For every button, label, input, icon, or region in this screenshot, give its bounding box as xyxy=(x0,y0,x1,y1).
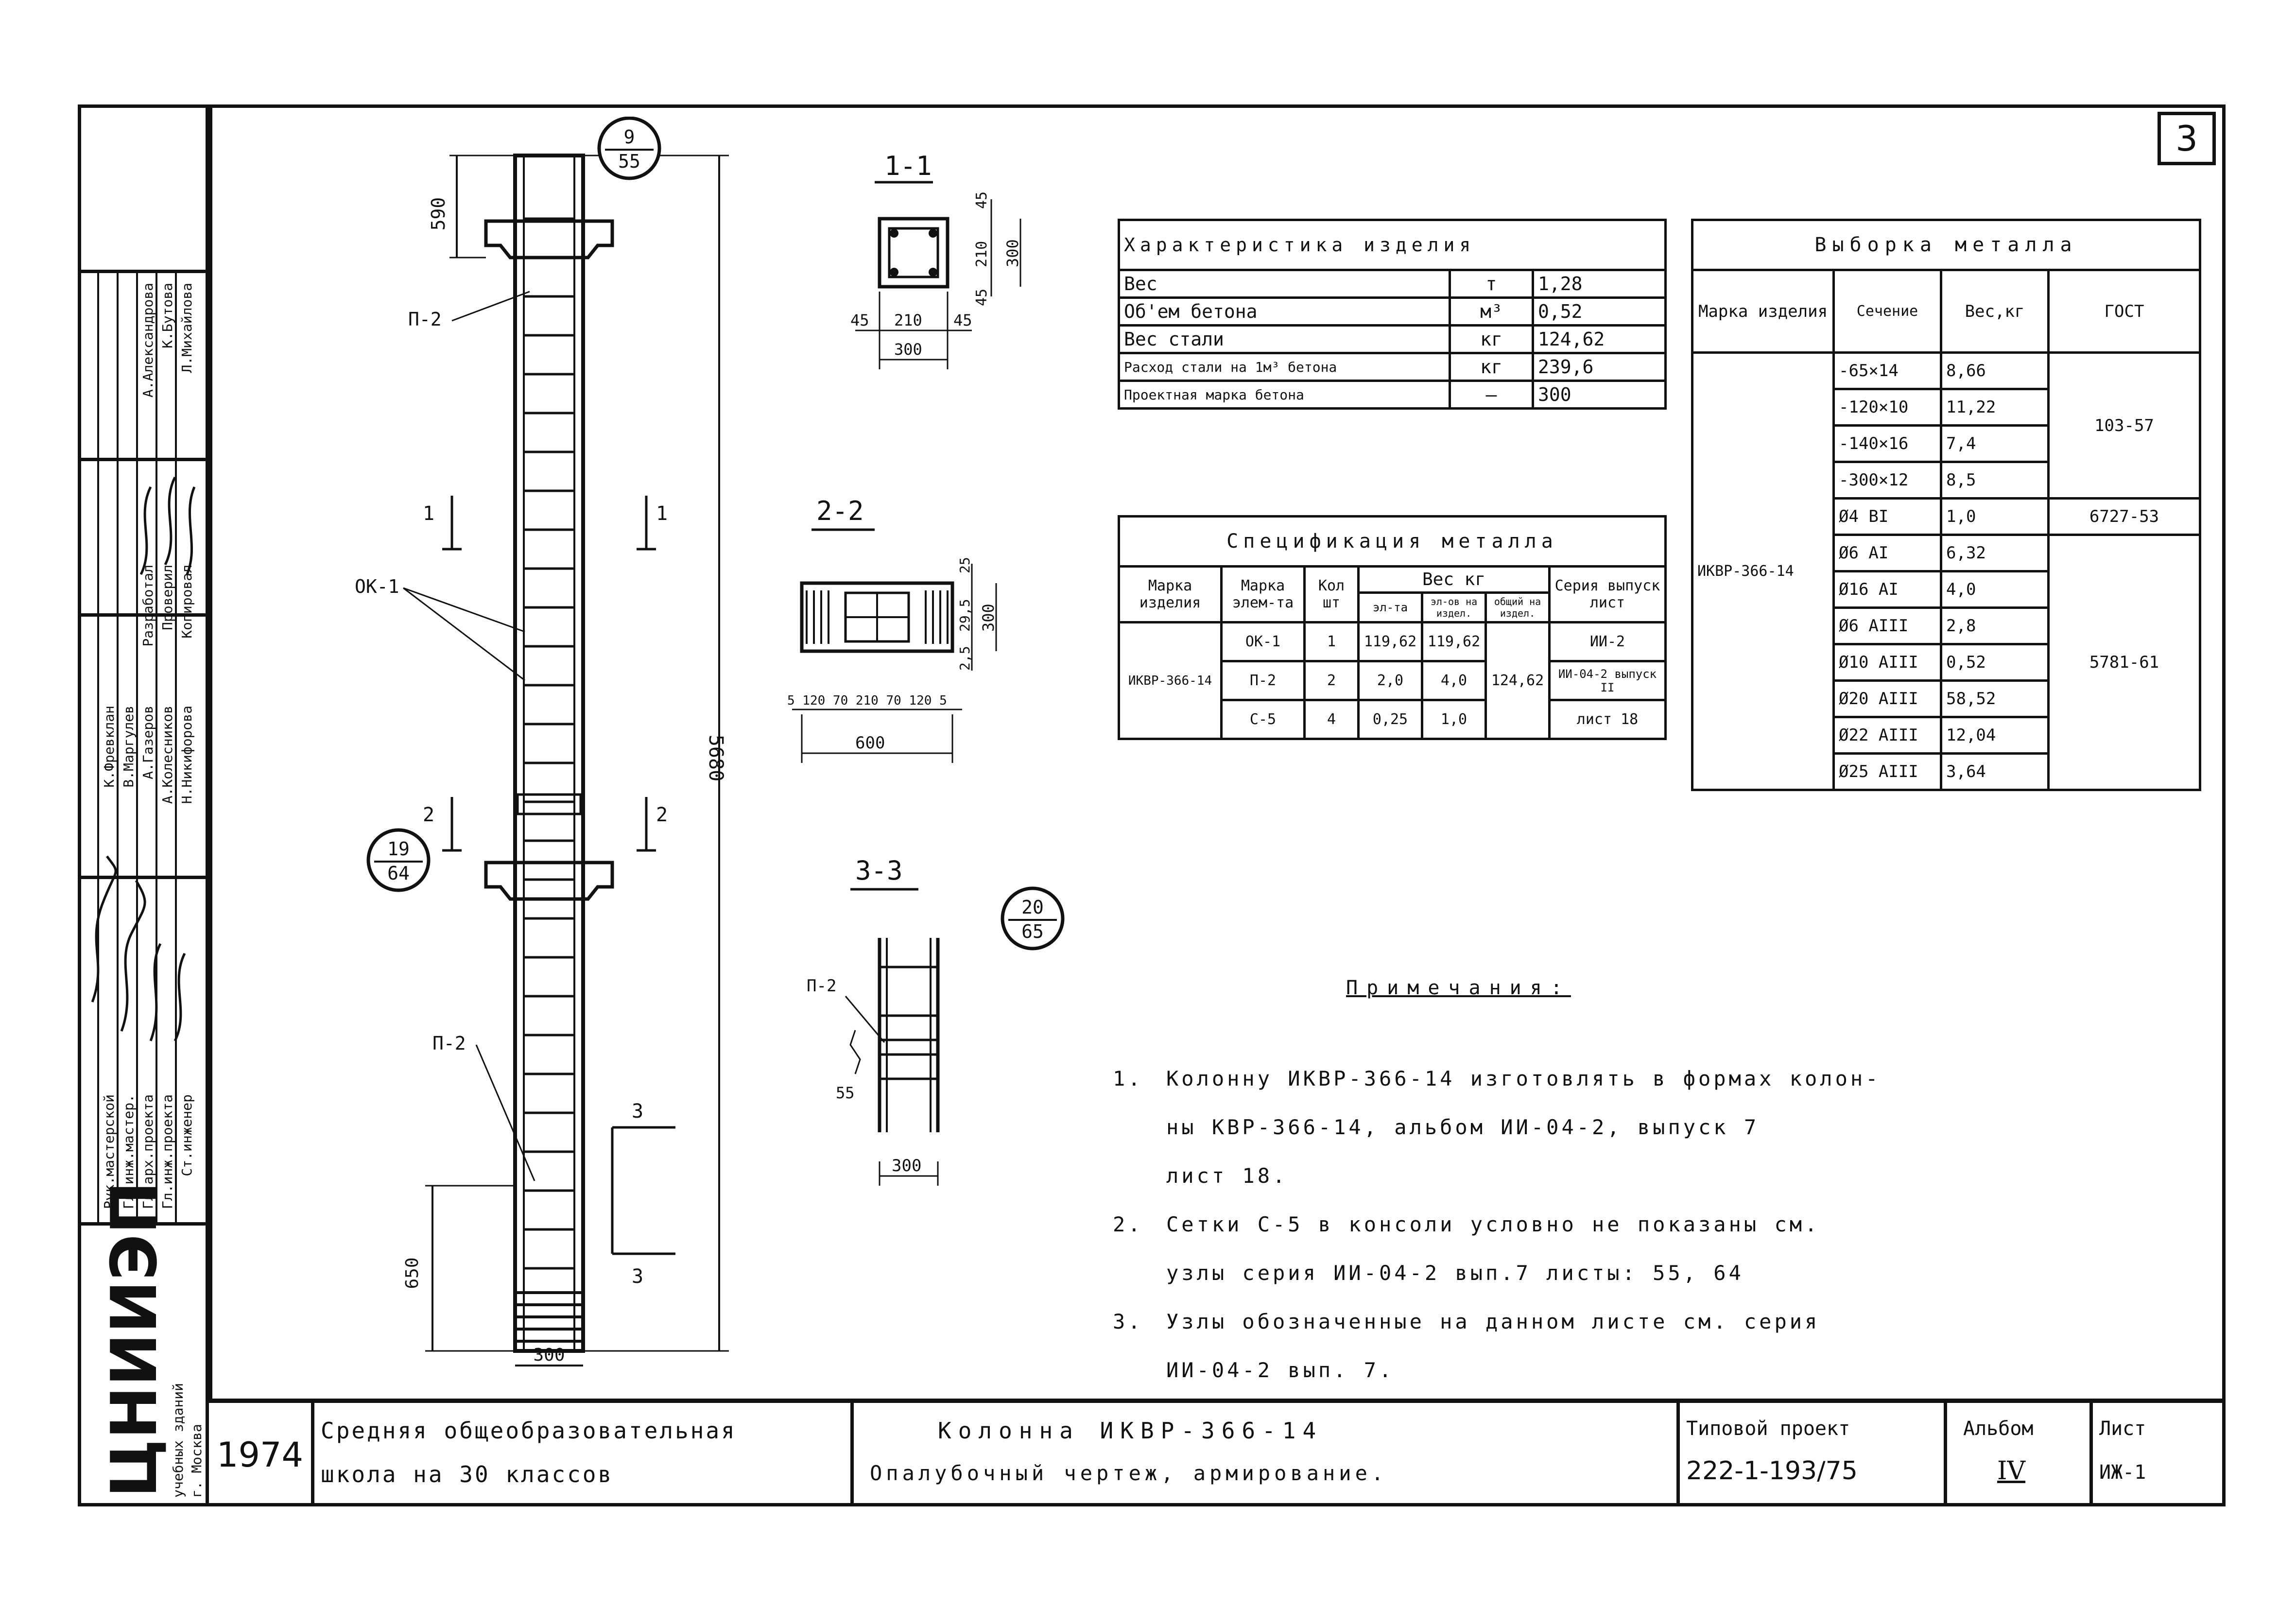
notes-block: 1.Колонну ИКВР-366-14 изготовлять в форм… xyxy=(1113,1055,2211,1395)
org-sub-2: г. Москва xyxy=(189,1424,205,1498)
section-3-d55: 55 xyxy=(836,1084,855,1102)
note-2-line-2: узлы серия ИИ-04-2 вып.7 листы: 55, 64 xyxy=(1166,1261,1744,1285)
characteristics-table: Характеристика изделия Вес т 1,28 Об'ем … xyxy=(1118,219,1667,410)
section-1-1: 1-1 45 210 45 300 45 210 45 300 xyxy=(850,151,1022,369)
svg-text:2,5: 2,5 xyxy=(957,646,973,671)
svg-text:45: 45 xyxy=(973,289,990,306)
org-sub-1: учебных зданий xyxy=(170,1383,186,1498)
specification-table: Спецификация металла Марка изделия Марка… xyxy=(1118,515,1667,740)
node-callout-top: 9 55 xyxy=(597,117,661,180)
school-cell: Средняя общеобразовательная школа на 30 … xyxy=(311,1403,854,1506)
characteristics-title: Характеристика изделия xyxy=(1118,219,1667,271)
svg-text:29,5: 29,5 xyxy=(957,599,973,632)
svg-text:45: 45 xyxy=(953,311,972,329)
svg-text:20: 20 xyxy=(1021,897,1044,918)
school-line-2: школа на 30 классов xyxy=(321,1461,614,1487)
svg-text:300: 300 xyxy=(894,340,922,359)
cut1-left: 1 xyxy=(423,502,434,525)
svg-text:210: 210 xyxy=(973,241,990,267)
dim-650: 650 xyxy=(402,1257,422,1289)
sheet-value: ИЖ-1 xyxy=(2099,1461,2146,1484)
year: 1974 xyxy=(216,1435,304,1475)
product-name-line-2: Опалубочный чертеж, армирование. xyxy=(870,1461,1388,1485)
section-1-title: 1-1 xyxy=(884,151,932,181)
project-label: Типовой проект xyxy=(1686,1418,1850,1440)
note-1-line-1: 1.Колонну ИКВР-366-14 изготовлять в форм… xyxy=(1113,1067,1881,1090)
svg-text:300: 300 xyxy=(1003,239,1022,267)
section-3-title: 3-3 xyxy=(855,855,903,886)
cut2-left: 2 xyxy=(423,804,434,826)
sheet-number-box: 3 xyxy=(2158,112,2216,165)
org-logo: ЦНИИЭП xyxy=(97,1181,171,1498)
notes-title: Примечания: xyxy=(1346,977,1571,999)
stamp-column: ЦНИИЭП учебных зданий г. Москва Рук.маст… xyxy=(78,104,209,1506)
label-p2-top: П-2 xyxy=(408,309,442,330)
svg-text:64: 64 xyxy=(387,863,410,884)
sheet-label: Лист xyxy=(2099,1418,2146,1440)
svg-text:25: 25 xyxy=(957,557,973,573)
svg-text:210: 210 xyxy=(894,311,922,329)
section-3-3: 3-3 П-2 55 300 20 65 xyxy=(807,855,1065,1186)
dim-590: 590 xyxy=(428,197,449,231)
cut3-bottom: 3 xyxy=(632,1265,643,1288)
label-ok1: ОК-1 xyxy=(355,576,399,597)
title-block: 1974 Средняя общеобразовательная школа н… xyxy=(209,1400,2226,1506)
svg-text:600: 600 xyxy=(855,733,885,753)
svg-text:65: 65 xyxy=(1021,921,1044,942)
album-label: Альбом xyxy=(1963,1418,2034,1440)
product-name-cell: Колонна ИКВР-366-14 Опалубочный чертеж, … xyxy=(850,1403,1680,1506)
note-1-line-3: лист 18. xyxy=(1166,1164,1288,1188)
product-name-line-1: Колонна ИКВР-366-14 xyxy=(938,1418,1323,1444)
cut3-top: 3 xyxy=(632,1100,643,1123)
section-3-p2: П-2 xyxy=(807,976,836,996)
project-number: 222-1-193/75 xyxy=(1686,1456,1858,1486)
project-cell: Типовой проект 222-1-193/75 xyxy=(1676,1403,1947,1506)
dim-300-bottom: 300 xyxy=(533,1345,565,1365)
svg-text:300: 300 xyxy=(892,1156,921,1176)
specification-title: Спецификация металла xyxy=(1118,515,1667,568)
section-2-title: 2-2 xyxy=(816,496,864,526)
sheet-number: 3 xyxy=(2175,118,2198,159)
album-cell: Альбом IV xyxy=(1944,1403,2093,1506)
album-value: IV xyxy=(1997,1456,2026,1486)
signatures xyxy=(91,476,196,1042)
note-3-line-2: ИИ-04-2 вып. 7. xyxy=(1166,1358,1395,1382)
cut2-right: 2 xyxy=(656,804,668,826)
svg-text:55: 55 xyxy=(618,151,640,172)
dim-5680: 5680 xyxy=(705,735,727,781)
section-2-2: 2-2 25 29,5 2,5 300 5 120 70 210 70 120 … xyxy=(787,496,998,763)
school-line-1: Средняя общеобразовательная xyxy=(321,1418,737,1444)
stamp-signatures: Рук.мастерской Гл.инж.мастер. Гл.арх.про… xyxy=(78,270,206,1226)
section-2-row-dims: 5 120 70 210 70 120 5 xyxy=(787,693,947,708)
column-elevation: 590 5680 650 300 П-2 ОК-1 П-2 1 1 2 2 3 … xyxy=(355,117,729,1366)
node-callout-section3: 20 65 xyxy=(1001,886,1065,951)
stamp-org: ЦНИИЭП учебных зданий г. Москва xyxy=(78,1181,206,1510)
metal-selection-table: Выборка металла Марка изделия Сечение Ве… xyxy=(1691,219,2201,791)
sheet-cell: Лист ИЖ-1 xyxy=(2089,1403,2226,1506)
node-callout-mid: 19 64 xyxy=(366,828,431,892)
svg-text:9: 9 xyxy=(624,126,635,148)
note-3-line-1: 3.Узлы обозначенные на данном листе см. … xyxy=(1113,1310,1820,1333)
svg-text:19: 19 xyxy=(387,838,410,860)
svg-text:300: 300 xyxy=(979,604,998,632)
svg-text:45: 45 xyxy=(973,191,990,209)
note-1-line-2: ны КВР-366-14, альбом ИИ-04-2, выпуск 7 xyxy=(1166,1115,1760,1139)
label-p2-bottom: П-2 xyxy=(432,1033,466,1054)
svg-text:45: 45 xyxy=(850,311,869,329)
year-cell: 1974 xyxy=(209,1403,314,1506)
cut1-right: 1 xyxy=(656,502,668,525)
metal-selection-title: Выборка металла xyxy=(1691,219,2201,271)
note-2-line-1: 2.Сетки С-5 в консоли условно не показан… xyxy=(1113,1212,1820,1236)
